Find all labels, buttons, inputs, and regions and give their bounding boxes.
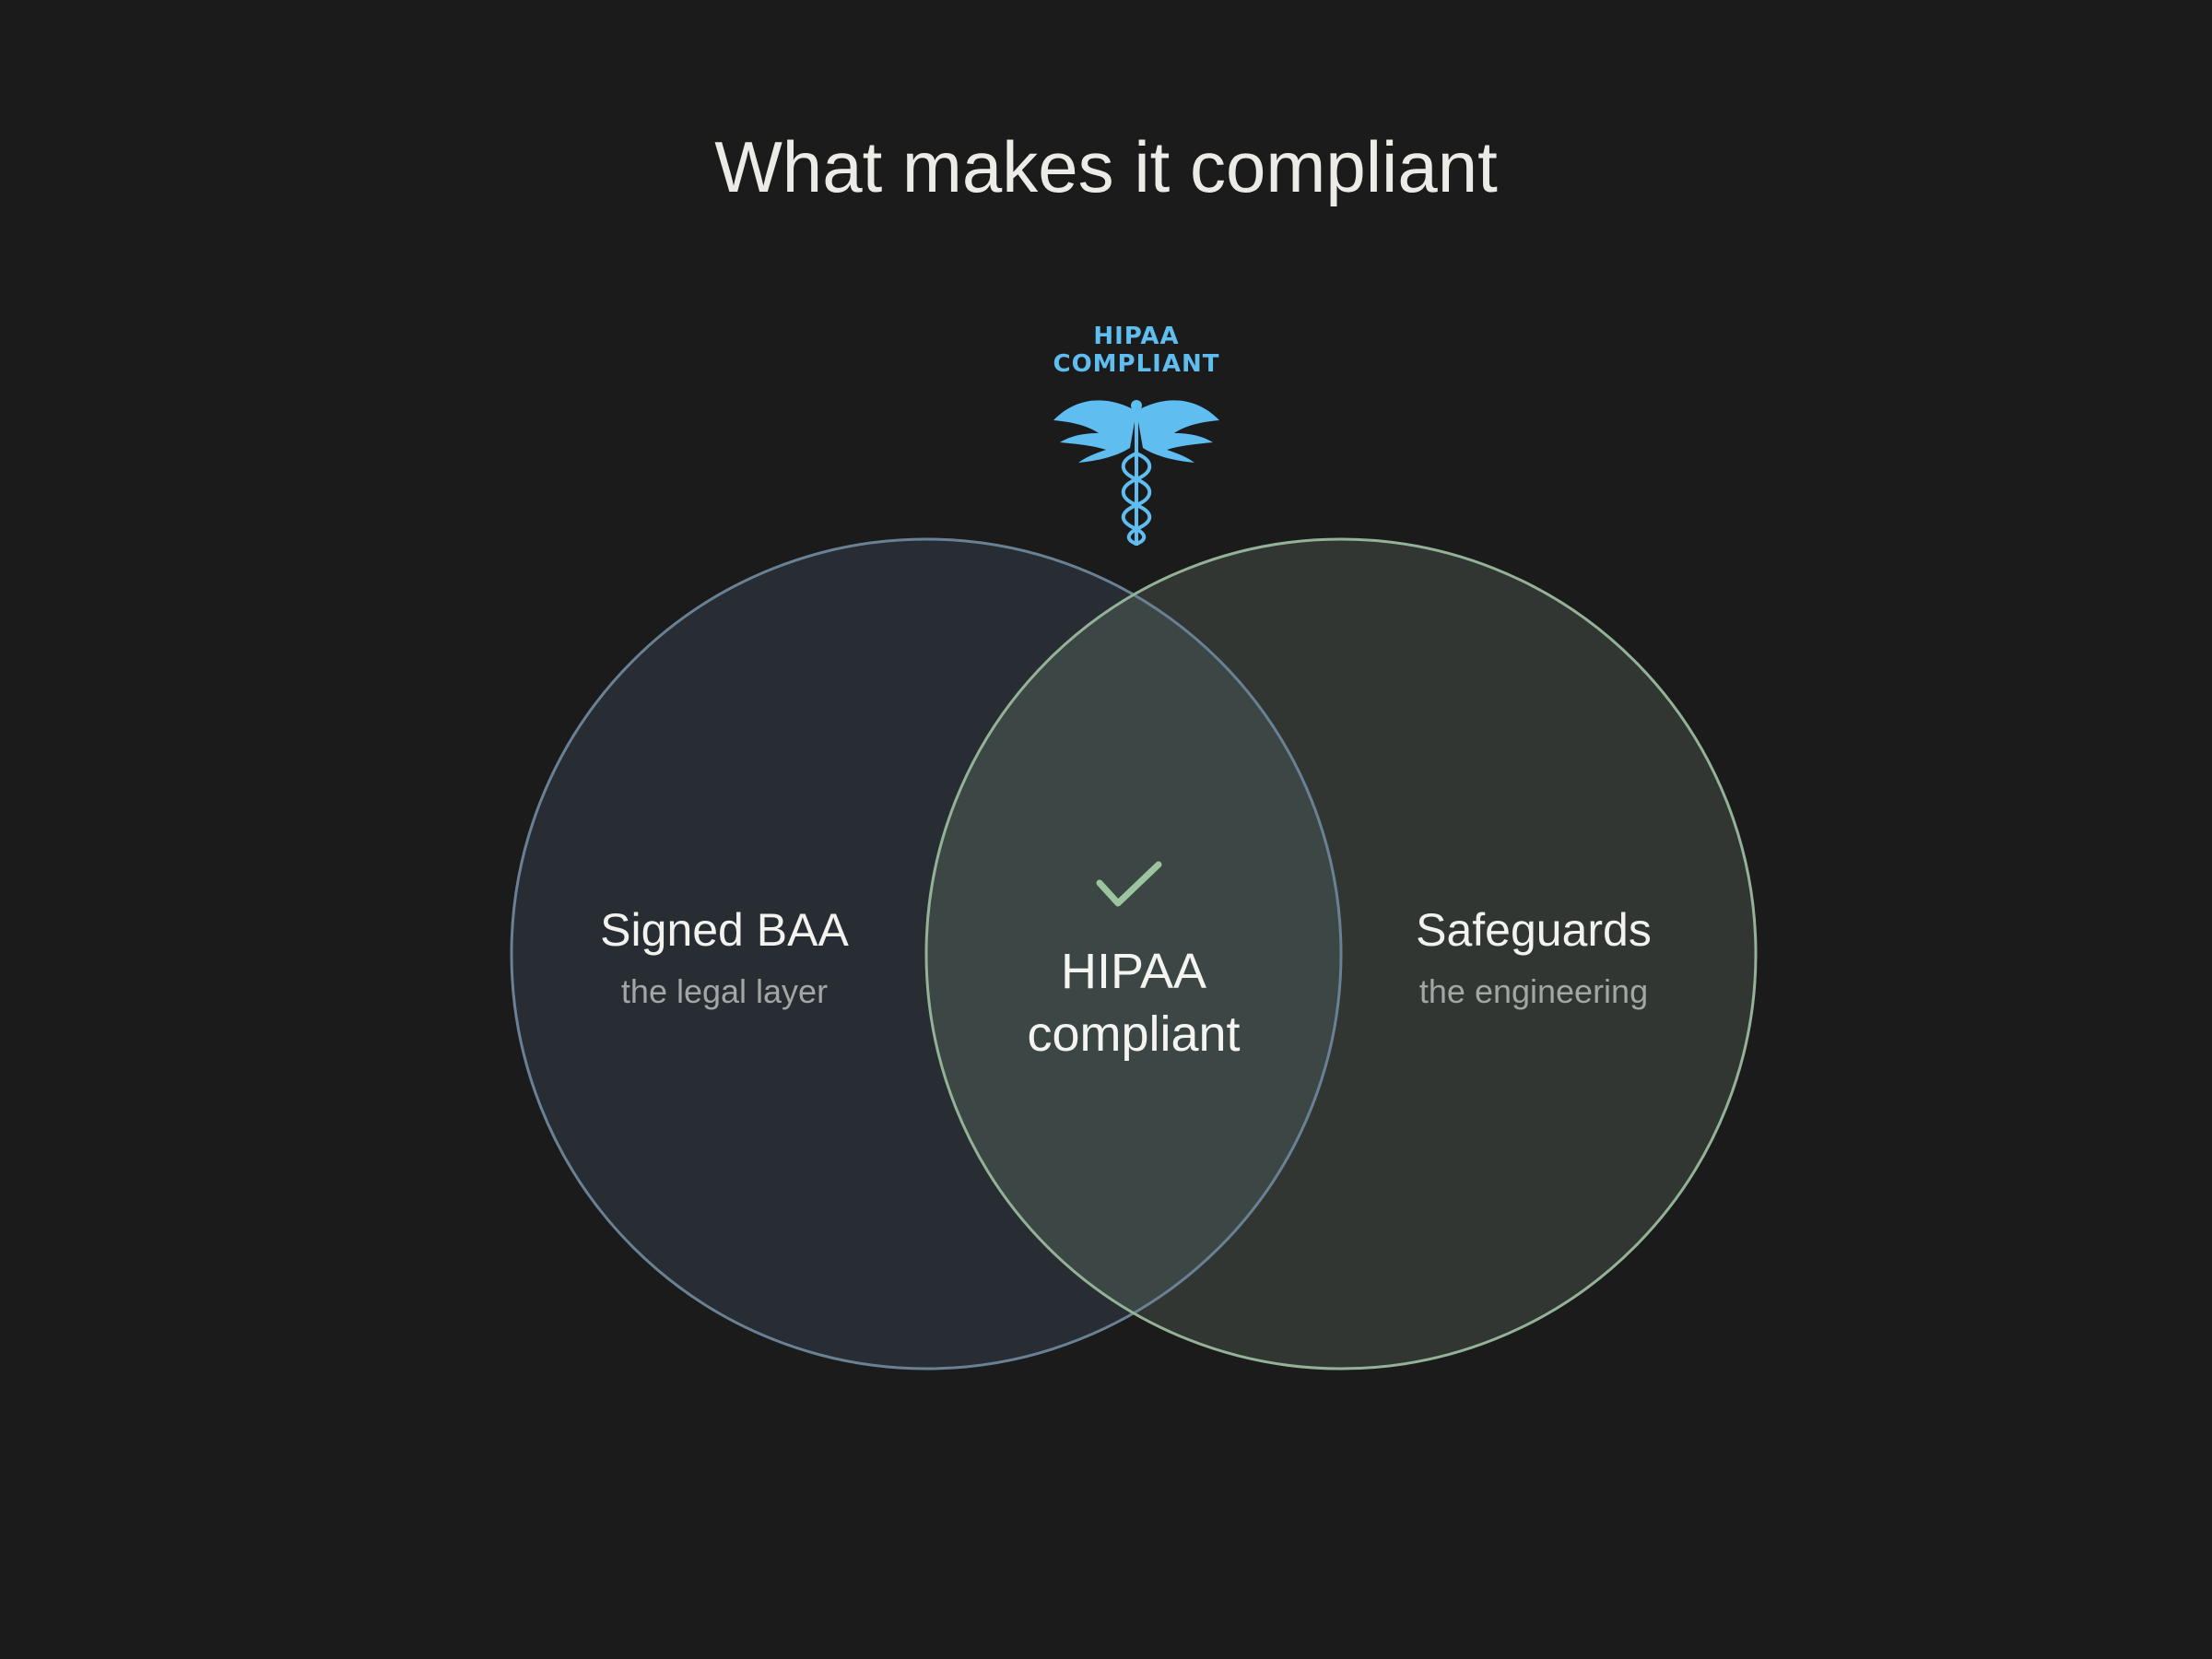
left-circle-label: Signed BAA: [600, 904, 849, 956]
right-circle-sublabel: the engineering: [1419, 972, 1648, 1010]
left-circle-sublabel: the legal layer: [621, 972, 828, 1010]
hipaa-badge: HIPAA COMPLIANT: [1053, 323, 1220, 546]
caduceus-icon: [1053, 400, 1219, 546]
circle-signed-baa-outline: [510, 537, 1343, 1371]
slide-title: What makes it compliant: [714, 126, 1498, 207]
check-icon: [1096, 861, 1162, 907]
badge-line-1: HIPAA: [1093, 323, 1179, 350]
intersection-region: [926, 539, 1341, 1369]
right-circle-label: Safeguards: [1416, 904, 1652, 956]
circle-safeguards-outline: [924, 537, 1758, 1371]
venn-diagram: [510, 537, 1758, 1371]
intersection-label-line-2: compliant: [1027, 1006, 1240, 1062]
intersection-label-line-1: HIPAA: [1061, 944, 1206, 999]
badge-line-2: COMPLIANT: [1053, 350, 1220, 378]
